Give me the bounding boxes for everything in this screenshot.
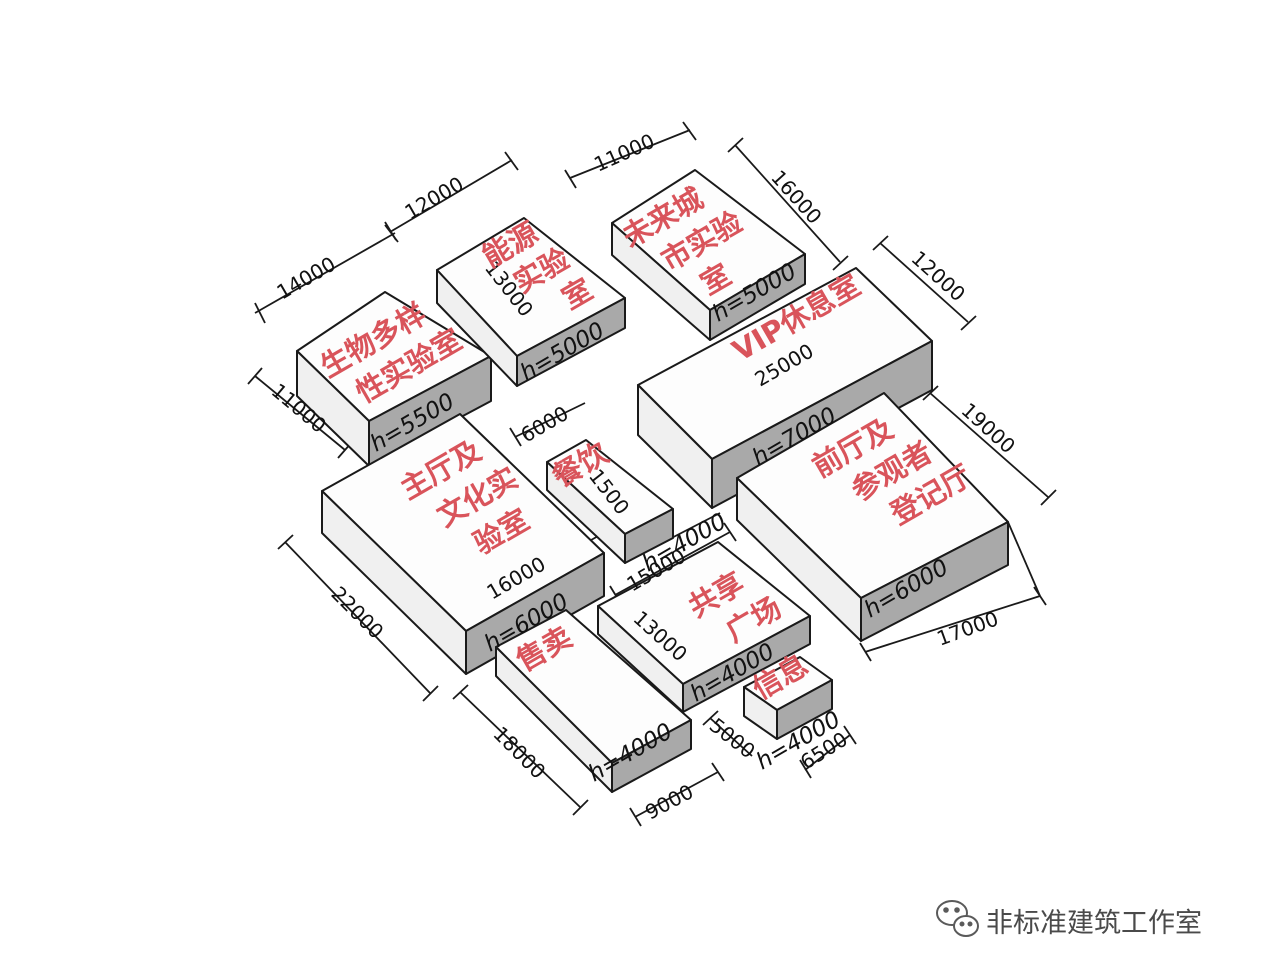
dim-dining-width: 6000 [517, 401, 573, 447]
block-front-hall [736, 392, 1009, 642]
dim-future-city-depth: 16000 [766, 165, 826, 228]
block-shared-plaza [597, 541, 811, 713]
dim-energy-width: 12000 [401, 172, 468, 225]
block-future-city-lab [611, 169, 806, 341]
wechat-icon [936, 900, 979, 937]
block-dining [546, 439, 674, 564]
dim-future-city-width: 11000 [590, 129, 658, 177]
block-retail [495, 609, 692, 793]
dim-main-hall-depth: 22000 [326, 582, 388, 644]
dim-retail-width: 9000 [641, 779, 697, 824]
watermark-text: 非标准建筑工作室 [986, 908, 1202, 939]
block-info [743, 656, 833, 740]
dim-front-hall-depth: 19000 [957, 398, 1020, 458]
block-energy-lab [436, 217, 626, 387]
dim-biodiversity-width: 14000 [273, 252, 340, 305]
dim-retail-depth: 18000 [488, 722, 550, 784]
watermark: 非标准建筑工作室 [936, 900, 1202, 939]
dim-front-hall-width: 17000 [934, 606, 1002, 650]
